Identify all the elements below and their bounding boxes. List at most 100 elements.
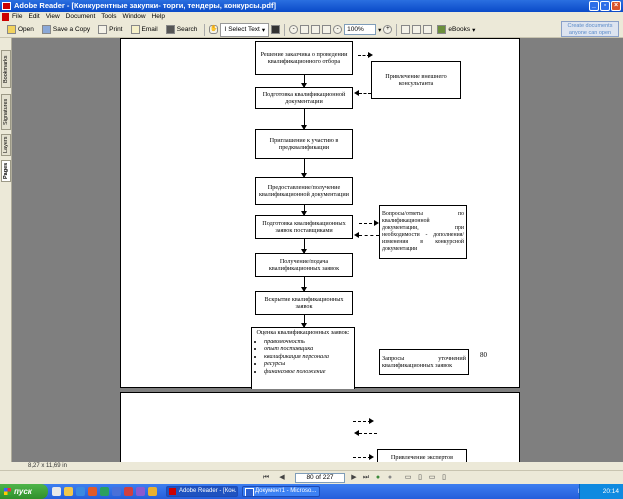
close-button[interactable]: × bbox=[611, 1, 621, 11]
side-box-experts: Привлечение экспертов bbox=[377, 449, 467, 462]
quick-launch-icon[interactable] bbox=[52, 487, 61, 496]
printer-icon bbox=[98, 25, 108, 34]
zoom-input[interactable]: 100% bbox=[344, 24, 377, 35]
tab-pages[interactable]: Pages bbox=[1, 160, 11, 182]
dashed-connector bbox=[353, 457, 371, 458]
arrow-head-right bbox=[368, 52, 373, 58]
toolbar-separator bbox=[396, 23, 398, 36]
menu-document[interactable]: Document bbox=[65, 13, 96, 20]
menu-tools[interactable]: Tools bbox=[101, 13, 117, 20]
print-button[interactable]: Print bbox=[95, 23, 125, 37]
flow-box-decision: Решение заказчика о проведении квалифика… bbox=[255, 41, 353, 75]
tab-bookmarks[interactable]: Bookmarks bbox=[1, 50, 11, 88]
rotate-icon[interactable] bbox=[423, 25, 433, 34]
single-page-layout-icon[interactable]: ▭ bbox=[404, 474, 412, 481]
zoom-out-icon[interactable]: - bbox=[289, 25, 299, 34]
dashed-connector bbox=[359, 433, 377, 434]
go-forward-icon[interactable]: ● bbox=[387, 474, 393, 481]
floppy-icon bbox=[41, 25, 51, 34]
criterion-item: правомочность bbox=[264, 338, 352, 346]
page-number: 80 bbox=[480, 351, 487, 359]
zoom-in-small-icon[interactable]: - bbox=[333, 25, 343, 34]
task-adobe-reader[interactable]: Adobe Reader - [Кон... bbox=[166, 486, 238, 497]
page-number-input[interactable]: 80 of 227 bbox=[295, 473, 345, 483]
pdf-page: Решение заказчика о проведении квалифика… bbox=[120, 38, 520, 389]
side-box-consultant: Привлечение внешнего консультанта bbox=[371, 61, 461, 99]
search-button[interactable]: Search bbox=[163, 23, 201, 37]
criterion-item: опыт поставщика bbox=[264, 345, 352, 353]
menu-view[interactable]: View bbox=[45, 13, 60, 20]
menu-edit[interactable]: Edit bbox=[28, 13, 40, 20]
zoom-dropdown-icon[interactable]: ▾ bbox=[378, 26, 382, 34]
quick-launch-icon[interactable] bbox=[124, 487, 133, 496]
save-copy-button[interactable]: Save a Copy bbox=[39, 23, 93, 37]
print-label: Print bbox=[109, 26, 123, 33]
next-page-icon[interactable]: ▶ bbox=[351, 474, 357, 481]
menu-window[interactable]: Window bbox=[122, 13, 146, 20]
first-page-icon[interactable]: ⏮ bbox=[262, 474, 270, 481]
system-tray-clock: 20:14 bbox=[579, 484, 623, 499]
flow-box-evaluation: Оценка квалификационных заявок: правомоч… bbox=[251, 327, 355, 389]
flow-arrow bbox=[301, 159, 307, 178]
quick-launch-icon[interactable] bbox=[100, 487, 109, 496]
page-size-label: 8,27 x 11,69 in bbox=[28, 463, 67, 469]
clock: 20:14 bbox=[602, 488, 619, 495]
email-label: Email bbox=[141, 26, 158, 33]
flow-arrow bbox=[301, 109, 307, 130]
flow-box-prepare-docs: Подготовка квалификационной документации bbox=[255, 87, 353, 109]
criterion-item: ресурсы bbox=[264, 360, 352, 368]
fit-page-icon[interactable] bbox=[311, 25, 321, 34]
maximize-button[interactable]: ▫ bbox=[600, 1, 610, 11]
text-cursor-icon: I bbox=[224, 26, 227, 33]
task-word-document[interactable]: Документ1 - Microso... bbox=[242, 486, 320, 497]
envelope-icon bbox=[130, 25, 140, 34]
tab-layers[interactable]: Layers bbox=[1, 134, 11, 156]
menu-help[interactable]: Help bbox=[151, 13, 165, 20]
quick-launch-icon[interactable] bbox=[76, 487, 85, 496]
dashed-connector bbox=[358, 55, 370, 56]
flow-arrow bbox=[301, 315, 307, 328]
previous-page-icon[interactable]: ◀ bbox=[279, 474, 285, 481]
zoom-in-icon[interactable]: + bbox=[383, 25, 393, 34]
actual-size-icon[interactable] bbox=[300, 25, 310, 34]
arrow-head-right bbox=[374, 220, 379, 226]
quick-launch-icon[interactable] bbox=[64, 487, 73, 496]
search-label: Search bbox=[176, 26, 198, 33]
quick-launch-icon[interactable] bbox=[148, 487, 157, 496]
flow-arrow bbox=[301, 75, 307, 88]
document-view[interactable]: Решение заказчика о проведении квалифика… bbox=[12, 38, 623, 462]
go-back-icon[interactable]: ● bbox=[375, 474, 381, 481]
quick-launch-icon[interactable] bbox=[136, 487, 145, 496]
ebooks-button[interactable]: eBooks▾ bbox=[434, 23, 478, 37]
minimize-button[interactable]: _ bbox=[589, 1, 599, 11]
page-navigation-bar: ⏮ ◀ 80 of 227 ▶ ⏭ ● ● ▭ ▯ ▭ ▯ bbox=[0, 470, 623, 484]
continuous-page-icon[interactable] bbox=[412, 25, 422, 34]
flow-arrow bbox=[301, 277, 307, 292]
open-label: Open bbox=[18, 26, 34, 33]
email-button[interactable]: Email bbox=[128, 23, 161, 37]
create-documents-box[interactable]: Create documents anyone can open bbox=[561, 21, 619, 37]
side-box-questions: Вопросы/ответы по квалификационной докум… bbox=[379, 205, 467, 259]
chevron-down-icon: ▾ bbox=[472, 26, 476, 34]
pdf-page-next: Привлечение экспертов bbox=[120, 392, 520, 462]
quick-launch-icon[interactable] bbox=[88, 487, 97, 496]
quick-launch-icon[interactable] bbox=[112, 487, 121, 496]
hand-tool-icon[interactable]: ✋ bbox=[209, 25, 219, 34]
flow-box-provide-docs: Предоставление/получение квалификационно… bbox=[255, 177, 353, 205]
last-page-icon[interactable]: ⏭ bbox=[362, 474, 370, 481]
continuous-facing-icon[interactable]: ▯ bbox=[442, 474, 446, 481]
select-text-label: Select Text bbox=[228, 26, 260, 33]
dashed-connector bbox=[359, 235, 379, 236]
single-page-icon[interactable] bbox=[401, 25, 411, 34]
open-button[interactable]: Open bbox=[4, 23, 37, 37]
continuous-layout-icon[interactable]: ▯ bbox=[418, 474, 422, 481]
menu-file[interactable]: File bbox=[12, 13, 23, 20]
facing-layout-icon[interactable]: ▭ bbox=[428, 474, 436, 481]
tab-signatures[interactable]: Signatures bbox=[1, 94, 11, 130]
snapshot-icon[interactable] bbox=[271, 25, 281, 34]
fit-width-icon[interactable] bbox=[322, 25, 332, 34]
window-title: Adobe Reader - [Конкурентные закупки- то… bbox=[14, 1, 276, 10]
start-button[interactable]: пуск bbox=[0, 484, 48, 499]
